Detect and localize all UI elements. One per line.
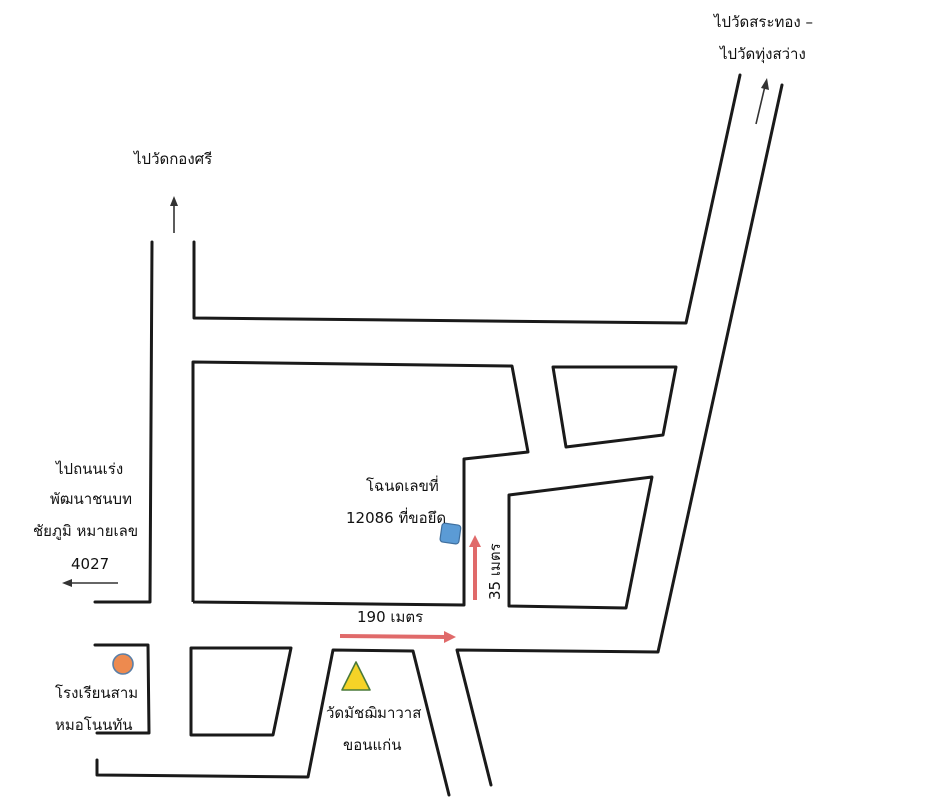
label-school-line1: โรงเรียนสาม [55, 684, 138, 702]
road-left-vertical-east-edge [192, 73, 742, 325]
block-middle-right [507, 475, 654, 610]
label-to-wat-sa-thong-line1: ไปวัดสระทอง – [713, 13, 813, 31]
road-left-vertical-west-edge [93, 240, 154, 604]
road-network [93, 73, 784, 797]
map-labels: ไปวัดสระทอง – ไปวัดทุ่งสว่าง ไปวัดกองศรี… [33, 13, 813, 754]
label-to-road-line1: ไปถนนเร่ง [55, 460, 123, 478]
label-to-road-line3: ชัยภูมิ หมายเลข [33, 522, 138, 540]
block-upper-right [551, 365, 678, 449]
temple-marker-icon [341, 661, 371, 691]
road-right-diagonal-east-edge [455, 83, 784, 787]
arrow-up-wat-sa-thong-head [761, 78, 769, 90]
label-to-road-line4: 4027 [71, 555, 109, 573]
school-marker-icon [112, 653, 134, 675]
label-school-line2: หมอโนนทัน [55, 716, 133, 734]
parcel-marker-icon [439, 522, 462, 545]
label-temple-line1: วัดมัชฌิมาวาส [326, 704, 421, 722]
label-to-wat-kong-si: ไปวัดกองศรี [133, 150, 212, 168]
label-deed-line1: โฉนดเลขที่ [366, 475, 439, 495]
arrow-up-wat-kong-si-head [170, 196, 178, 206]
arrow-left-road-4027-head [62, 579, 72, 587]
distance-arrow-horizontal-head [444, 631, 456, 643]
block-central [191, 360, 530, 607]
road-bottom-south-edge [93, 643, 151, 735]
block-bottom-left [189, 646, 293, 737]
label-deed-line2: 12086 ที่ขอยึด [346, 507, 446, 527]
label-to-road-line2: พัฒนาชนบท [50, 490, 132, 508]
city-blocks [189, 360, 678, 737]
markers [112, 522, 462, 691]
label-distance-vertical: 35 เมตร [486, 543, 504, 600]
label-to-wat-sa-thong-line2: ไปวัดทุ่งสว่าง [719, 45, 806, 64]
direction-arrows [62, 78, 769, 587]
road-bottom-south-left [95, 648, 451, 797]
distance-arrows [339, 535, 481, 643]
arrow-up-wat-sa-thong [755, 85, 766, 125]
label-temple-line2: ขอนแก่น [343, 736, 402, 754]
distance-arrow-horizontal [339, 634, 447, 639]
distance-arrow-vertical-head [469, 535, 481, 547]
label-distance-horizontal: 190 เมตร [357, 608, 423, 626]
